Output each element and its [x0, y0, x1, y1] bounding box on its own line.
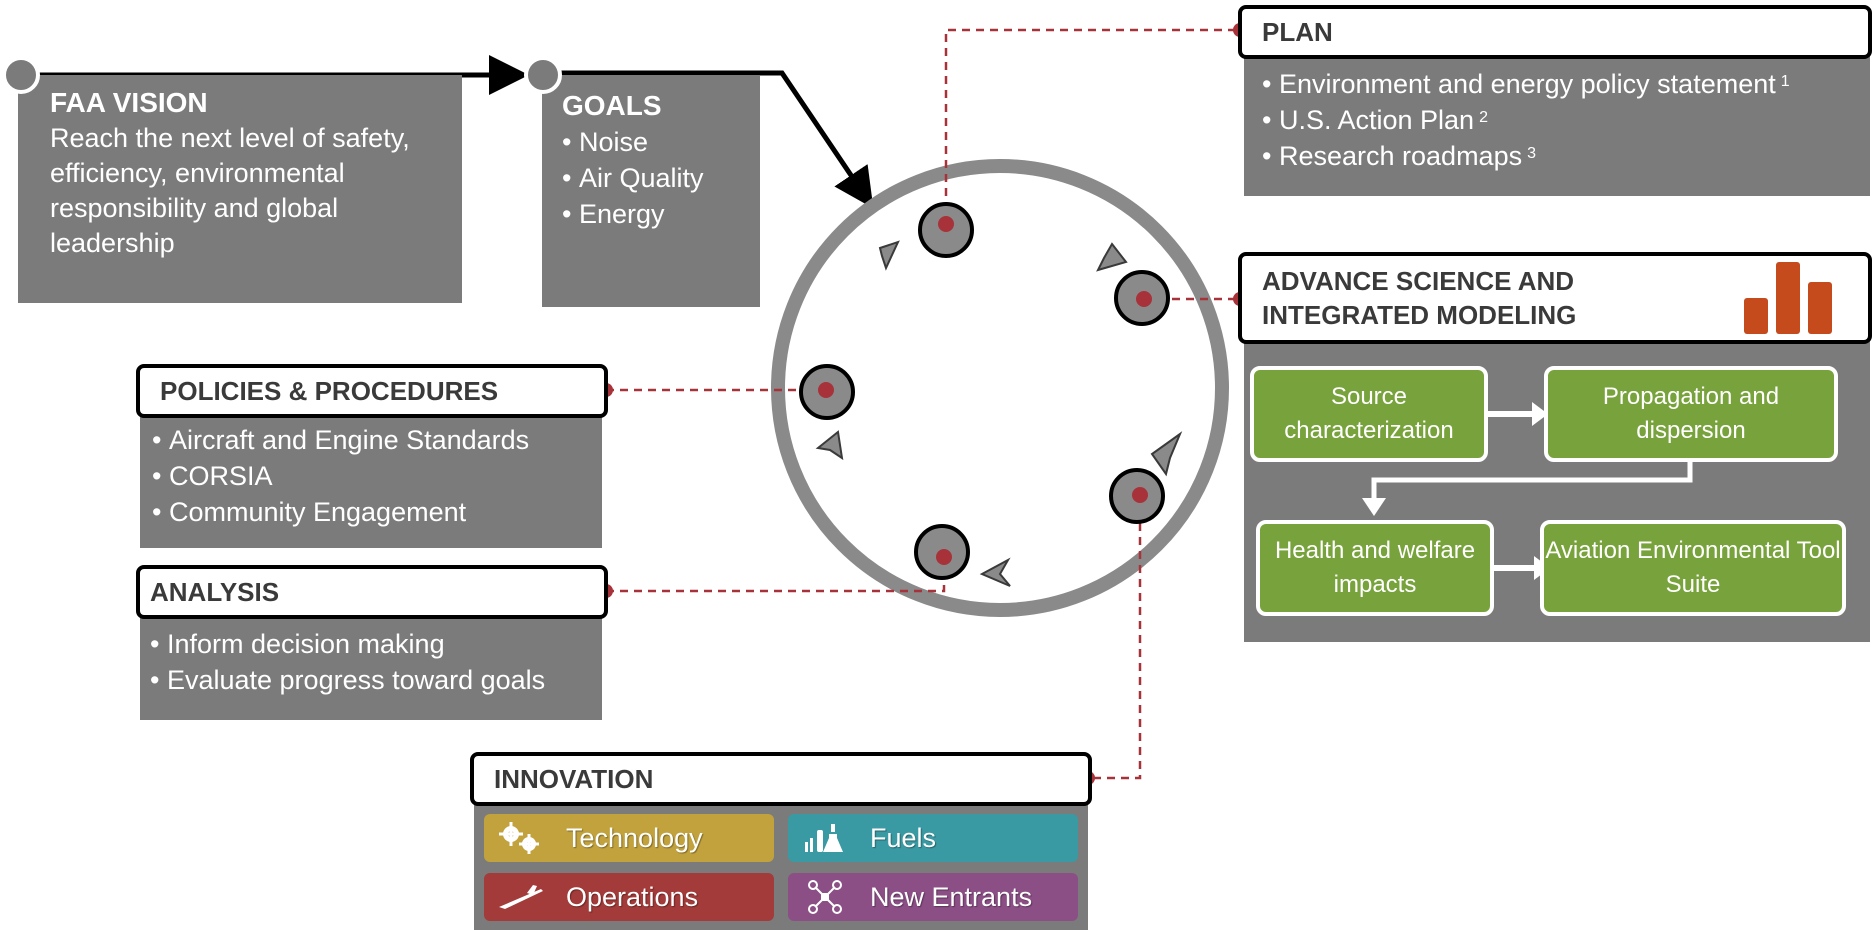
policy-item: CORSIA	[152, 458, 602, 494]
analysis-item: Inform decision making	[150, 626, 602, 662]
science-header: ADVANCE SCIENCE AND INTEGRATED MODELING	[1238, 252, 1872, 344]
analysis-list: Inform decision making Evaluate progress…	[150, 626, 602, 698]
plan-header: PLAN	[1238, 5, 1872, 59]
innovation-tile-technology[interactable]: Technology	[484, 814, 774, 862]
goal-item: Air Quality	[562, 160, 760, 196]
cycle-ring	[771, 159, 1229, 617]
technology-label: Technology	[566, 822, 703, 853]
airplane-icon	[496, 879, 546, 915]
policy-item: Community Engagement	[152, 494, 602, 530]
innovation-tile-new-entrants[interactable]: New Entrants	[788, 873, 1078, 921]
faa-vision-panel: FAA VISION Reach the next level of safet…	[18, 75, 462, 303]
operations-label: Operations	[566, 881, 699, 912]
goals-list: Noise Air Quality Energy	[562, 124, 760, 232]
analysis-title: ANALYSIS	[150, 576, 280, 607]
policies-title: POLICIES & PROCEDURES	[160, 375, 499, 406]
goal-item: Noise	[562, 124, 760, 160]
goals-to-cycle-arrow	[545, 70, 874, 209]
fuels-label: Fuels	[870, 822, 937, 853]
science-title-line2: INTEGRATED MODELING	[1262, 300, 1577, 330]
step-aets: Aviation Environmental Tool Suite	[1540, 520, 1846, 616]
analysis-panel: Inform decision making Evaluate progress…	[140, 612, 602, 720]
faa-vision-title: FAA VISION	[50, 87, 208, 118]
faa-vision-marker	[2, 56, 40, 94]
goal-item: Energy	[562, 196, 760, 232]
policies-panel: Aircraft and Engine Standards CORSIA Com…	[140, 412, 602, 548]
innovation-tile-operations[interactable]: Operations	[484, 873, 774, 921]
bar-chart-icon	[1744, 262, 1832, 334]
step-source-characterization: Source characterization	[1250, 366, 1488, 462]
policy-item: Aircraft and Engine Standards	[152, 422, 602, 458]
step-health-welfare: Health and welfare impacts	[1256, 520, 1494, 616]
plan-list: Environment and energy policy statement1…	[1262, 66, 1870, 174]
faa-vision-text: Reach the next level of safety, efficien…	[50, 123, 410, 258]
goals-panel: GOALS Noise Air Quality Energy	[542, 75, 760, 307]
innovation-tile-fuels[interactable]: Fuels	[788, 814, 1078, 862]
cycle-chevrons	[815, 240, 1183, 587]
analysis-item: Evaluate progress toward goals	[150, 662, 602, 698]
fuel-lab-icon	[800, 820, 850, 856]
science-title-line1: ADVANCE SCIENCE AND	[1262, 266, 1575, 296]
innovation-header: INNOVATION	[470, 752, 1092, 806]
policies-list: Aircraft and Engine Standards CORSIA Com…	[152, 422, 602, 530]
drone-icon	[800, 879, 850, 915]
science-flow-arrows	[1362, 402, 1693, 580]
analysis-header: ANALYSIS	[136, 565, 608, 619]
plan-title: PLAN	[1262, 16, 1333, 47]
plan-panel: Environment and energy policy statement1…	[1244, 40, 1870, 196]
goals-marker	[524, 56, 562, 94]
innovation-title: INNOVATION	[494, 763, 654, 794]
policies-header: POLICIES & PROCEDURES	[136, 364, 608, 418]
gears-icon	[496, 820, 546, 856]
step-propagation-dispersion: Propagation and dispersion	[1544, 366, 1838, 462]
cycle-nodes	[799, 202, 1170, 580]
new-entrants-label: New Entrants	[870, 881, 1033, 912]
goals-title: GOALS	[562, 90, 662, 121]
